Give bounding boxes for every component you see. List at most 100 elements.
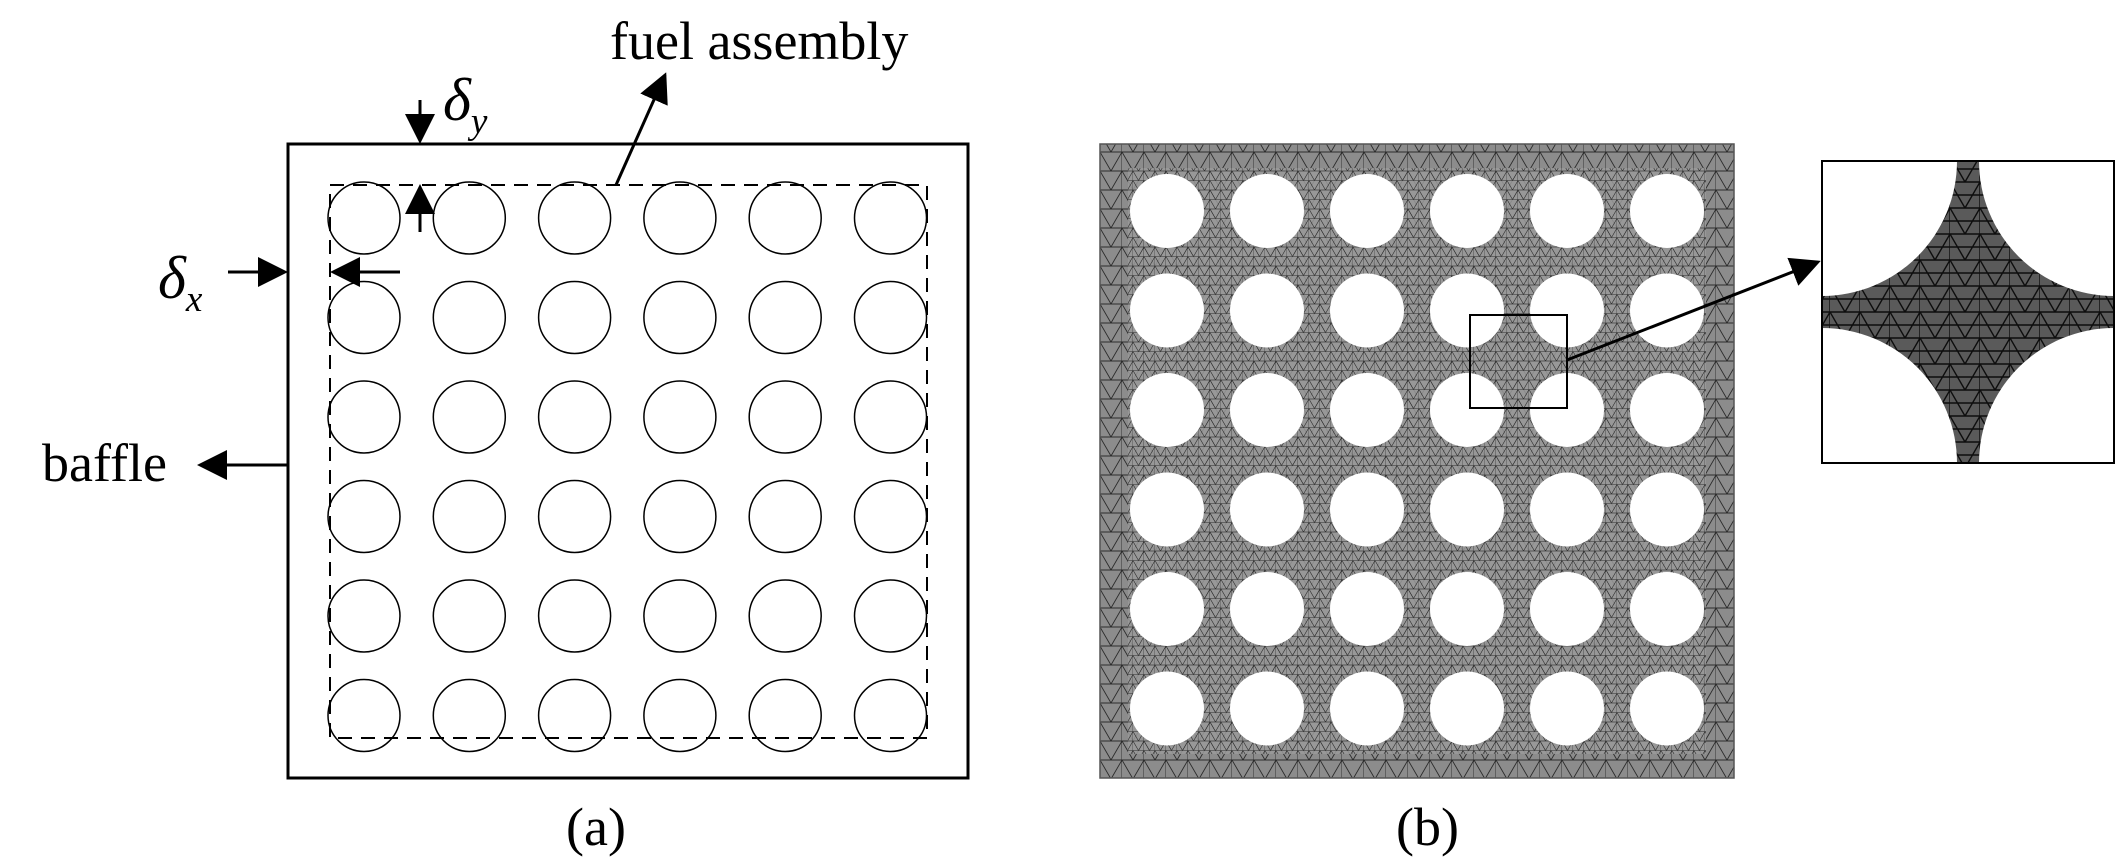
fuel-rod-a-r3-c6 <box>853 380 928 454</box>
zoom-region-box <box>1469 314 1568 409</box>
baffle-label: baffle <box>42 433 167 493</box>
fuel-rod-a-r5-c5 <box>748 579 822 653</box>
fuel-rod-b-r3-c5 <box>1530 373 1604 447</box>
fuel-rod-b-r1-c1 <box>1130 174 1204 248</box>
fuel-rod-b-r2-c2 <box>1230 273 1304 348</box>
fuel-rod-b-r6-c4 <box>1430 671 1504 746</box>
fuel-rod-b-r6-c1 <box>1130 671 1204 746</box>
fuel-rod-a-r1-c3 <box>537 181 612 255</box>
inset-rod-top-right <box>1979 161 2114 296</box>
caption-a: (a) <box>566 797 626 857</box>
fuel-rod-a-r3-c1 <box>327 380 401 454</box>
fuel-rod-a-r5-c1 <box>327 579 401 653</box>
fuel-rod-b-r5-c6 <box>1630 572 1704 646</box>
fuel-rod-b-r4-c5 <box>1530 472 1604 547</box>
fuel-rod-b-r1-c6 <box>1630 174 1704 248</box>
fuel-rod-a-r6-c1 <box>327 678 401 753</box>
fuel-rod-a-r2-c5 <box>748 280 822 355</box>
fuel-rod-b-r5-c5 <box>1530 572 1604 646</box>
fuel-rod-b-r1-c5 <box>1530 174 1604 248</box>
fuel-rod-b-r1-c3 <box>1330 174 1404 248</box>
fuel-rod-a-r5-c2 <box>432 579 507 653</box>
fuel-rod-b-r3-c3 <box>1330 373 1404 447</box>
delta-x-label: δx <box>158 245 202 318</box>
fuel-rod-b-r4-c6 <box>1630 472 1704 547</box>
fuel-rod-b-r2-c4 <box>1430 273 1504 348</box>
fuel-rod-a-r4-c3 <box>537 479 612 554</box>
panel-b <box>1099 143 2115 779</box>
fuel-rod-b-r2-c1 <box>1130 273 1204 348</box>
fuel-rod-b-r3-c2 <box>1230 373 1304 447</box>
fuel-rod-b-r5-c1 <box>1130 572 1204 646</box>
fuel-rod-a-r2-c6 <box>853 280 928 355</box>
fuel-rod-a-r4-c6 <box>853 479 928 554</box>
fuel-rod-b-r3-c1 <box>1130 373 1204 447</box>
fuel-rod-a-r2-c3 <box>537 280 612 355</box>
fuel-rod-a-r1-c5 <box>748 181 822 255</box>
fuel-rod-a-r1-c6 <box>853 181 928 255</box>
fuel-rod-b-r5-c3 <box>1330 572 1404 646</box>
fuel-rod-b-r1-c2 <box>1230 174 1304 248</box>
fuel-rod-b-r2-c5 <box>1530 273 1604 348</box>
delta-y-label: δy <box>443 67 487 140</box>
fuel-rod-a-r1-c1 <box>327 181 401 255</box>
inset-rod-bottom-left <box>1822 328 1957 463</box>
fuel-rod-a-r4-c2 <box>432 479 507 554</box>
delta-y-symbol: δ <box>443 67 471 133</box>
zoom-arrow <box>1566 257 1821 362</box>
delta-x-subscript: x <box>185 279 203 321</box>
fuel-rod-a-r4-c1 <box>327 479 401 554</box>
inset-border <box>1821 160 2115 464</box>
fuel-rod-b-r1-c4 <box>1430 174 1504 248</box>
fuel-rod-b-r2-c3 <box>1330 273 1404 348</box>
fuel-rod-a-r3-c5 <box>748 380 822 454</box>
fuel-rod-a-r3-c2 <box>432 380 507 454</box>
fuel-rod-a-r1-c4 <box>643 181 717 255</box>
fuel-rod-a-r2-c2 <box>432 280 507 355</box>
mesh-domain-border <box>1099 143 1735 779</box>
fuel-rod-b-r6-c5 <box>1530 671 1604 746</box>
fuel-rod-a-r3-c3 <box>537 380 612 454</box>
fuel-assembly-label: fuel assembly <box>610 11 909 71</box>
fuel-rod-a-r4-c4 <box>643 479 717 554</box>
fuel-rod-b-r3-c4 <box>1430 373 1504 447</box>
fuel-assembly-leader <box>614 72 668 186</box>
fuel-rod-b-r5-c2 <box>1230 572 1304 646</box>
mesh-domain-fine <box>1128 168 1706 754</box>
fuel-rod-b-r5-c4 <box>1430 572 1504 646</box>
fuel-rod-b-r3-c6 <box>1630 373 1704 447</box>
fuel-rod-b-r4-c4 <box>1430 472 1504 547</box>
fuel-rod-b-r4-c3 <box>1330 472 1404 547</box>
fuel-rod-a-r6-c2 <box>432 678 507 753</box>
fuel-rod-grid-a <box>327 181 928 753</box>
inset-rod-top-left <box>1822 161 1957 296</box>
fuel-rod-grid-b <box>1130 174 1704 746</box>
fuel-assembly-boundary <box>329 184 928 739</box>
fuel-rod-a-r5-c4 <box>643 579 717 653</box>
fuel-rod-a-r6-c6 <box>853 678 928 753</box>
fuel-rod-a-r1-c2 <box>432 181 507 255</box>
fuel-rod-a-r6-c3 <box>537 678 612 753</box>
fuel-rod-a-r5-c6 <box>853 579 928 653</box>
fuel-rod-b-r4-c1 <box>1130 472 1204 547</box>
caption-b: (b) <box>1396 797 1459 857</box>
fuel-rod-a-r3-c4 <box>643 380 717 454</box>
fuel-rod-b-r6-c2 <box>1230 671 1304 746</box>
fuel-rod-b-r4-c2 <box>1230 472 1304 547</box>
baffle-outline <box>286 142 970 780</box>
delta-x-symbol: δ <box>158 245 186 311</box>
fuel-rod-a-r6-c5 <box>748 678 822 753</box>
fuel-rod-a-r2-c1 <box>327 280 401 355</box>
fuel-rod-b-r6-c6 <box>1630 671 1704 746</box>
fuel-rod-b-r6-c3 <box>1330 671 1404 746</box>
zoom-inset <box>1821 160 2115 464</box>
inset-rod-bottom-right <box>1979 328 2114 463</box>
panel-a <box>197 72 970 780</box>
fuel-rod-a-r6-c4 <box>643 678 717 753</box>
delta-y-subscript: y <box>470 101 488 143</box>
fuel-rod-a-r5-c3 <box>537 579 612 653</box>
fuel-rod-a-r4-c5 <box>748 479 822 554</box>
fuel-rod-a-r2-c4 <box>643 280 717 355</box>
